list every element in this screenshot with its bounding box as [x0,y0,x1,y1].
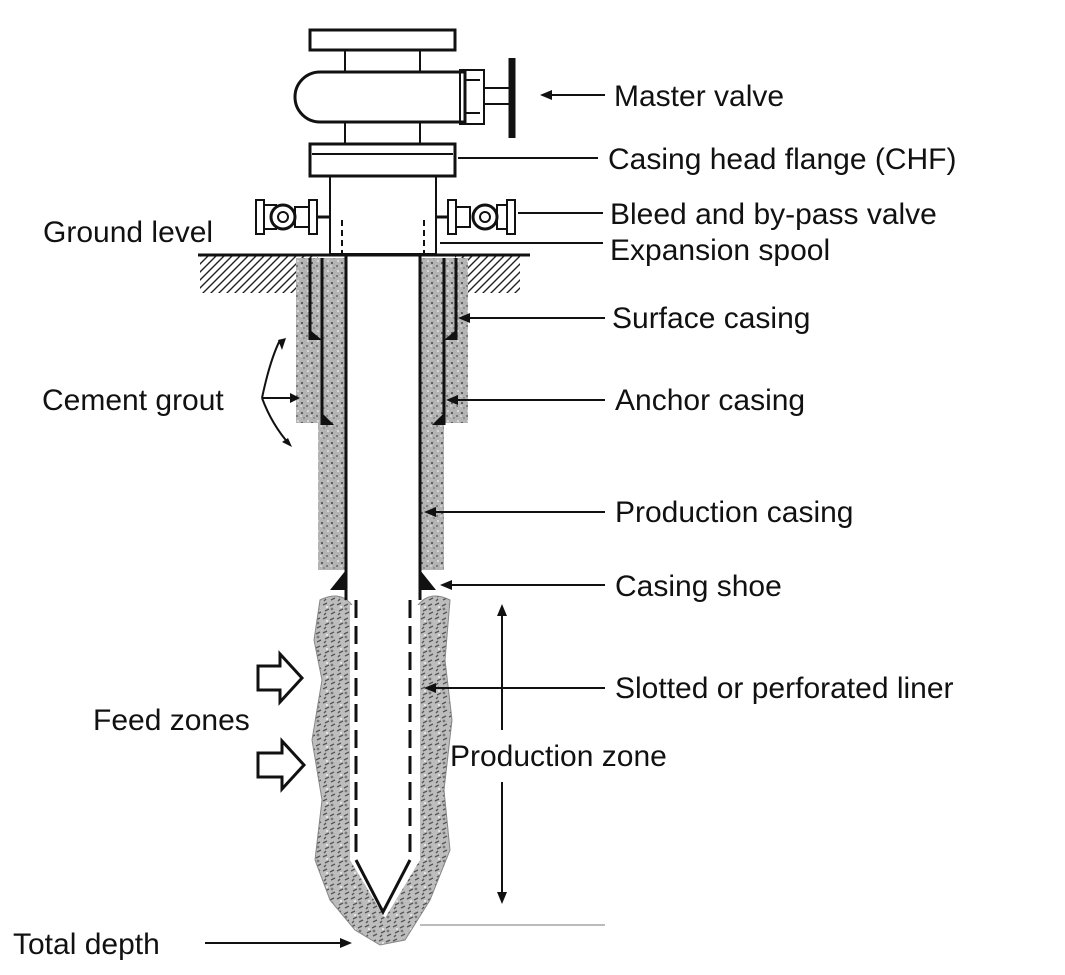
anchor-casing [320,258,446,425]
casing-head-flange [308,142,457,178]
label-casing-head-flange: Casing head flange (CHF) [608,143,957,176]
bleed-valve-left [255,199,330,235]
surface-casing [308,258,458,340]
leader-lines [205,90,605,948]
label-master-valve: Master valve [614,80,784,113]
wellhead [293,28,516,178]
production-casing [344,254,422,568]
label-slotted-liner: Slotted or perforated liner [615,672,954,705]
slotted-liner [344,568,422,916]
label-production-casing: Production casing [615,496,853,529]
ground-surface [198,253,530,293]
production-zone-extent [420,604,605,926]
label-cement-grout: Cement grout [42,384,224,417]
label-anchor-casing: Anchor casing [615,384,805,417]
production-zone-rock [311,595,453,946]
feed-zone-arrow-1 [256,650,305,706]
bleed-valve-right [436,199,516,235]
label-production-zone: Production zone [450,740,667,773]
label-total-depth: Total depth [13,928,160,961]
label-casing-shoe: Casing shoe [615,570,782,603]
label-feed-zones: Feed zones [93,704,250,737]
label-ground-level: Ground level [43,216,213,249]
casing-shoe [330,570,436,590]
label-expansion-spool: Expansion spool [610,234,830,267]
label-surface-casing: Surface casing [612,302,810,335]
feed-zone-arrow-2 [256,737,307,793]
expansion-spool [329,175,437,255]
master-valve [293,58,516,138]
label-bleed-bypass-valve: Bleed and by-pass valve [610,198,937,231]
